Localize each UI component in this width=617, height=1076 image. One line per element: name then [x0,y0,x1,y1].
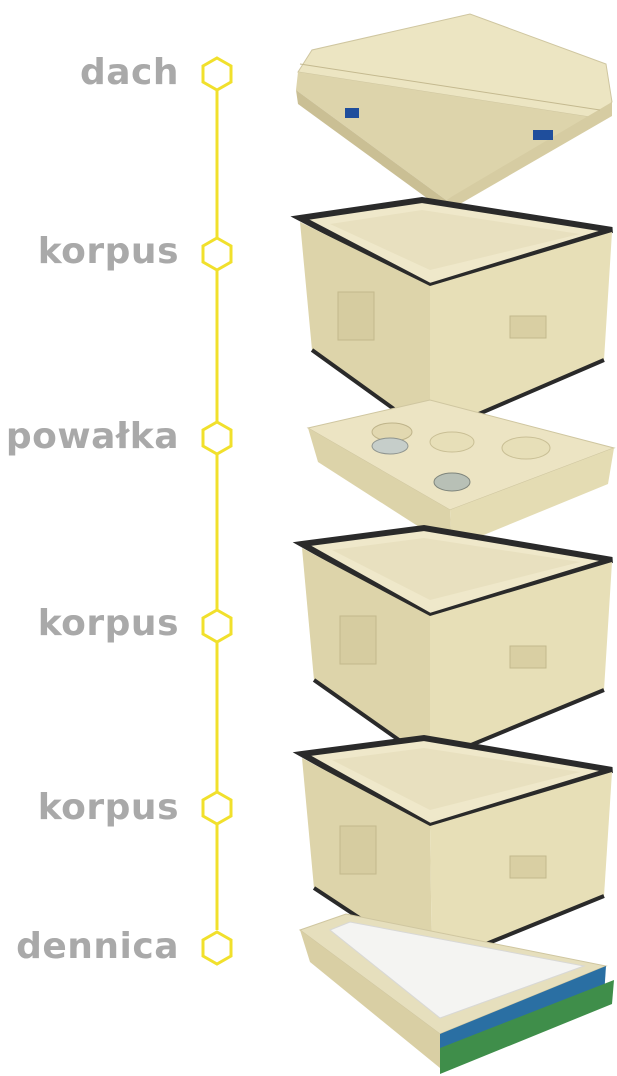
timeline-node-korpus-1 [201,236,233,272]
timeline-node-dach [201,56,233,92]
timeline-node-korpus-2 [201,608,233,644]
bottom-board-illustration [298,913,614,1074]
inner-cover-illustration [306,399,616,548]
roof-illustration [296,13,613,212]
handle [339,825,377,875]
timeline-node-dennica [201,930,233,966]
body-illustration-1 [290,196,613,438]
timeline [201,56,233,966]
label-dennica: dennica [16,926,179,967]
handle [509,855,547,879]
body-illustration-3 [292,734,613,969]
roof-vent-left [345,108,359,118]
handle [339,615,377,665]
roof-vent-right [533,130,553,140]
label-korpus-3: korpus [37,787,179,828]
handle [337,291,375,341]
timeline-node-korpus-3 [201,790,233,826]
vent-mesh [433,472,471,492]
handle [509,645,547,669]
drawer-tray [440,980,614,1074]
label-korpus-1: korpus [37,231,179,272]
handle [509,315,547,339]
label-powalka: powałka [5,416,179,457]
label-dach: dach [79,52,179,93]
timeline-node-powalka [201,420,233,456]
label-korpus-2: korpus [37,603,179,644]
body-illustration-2 [292,524,613,765]
